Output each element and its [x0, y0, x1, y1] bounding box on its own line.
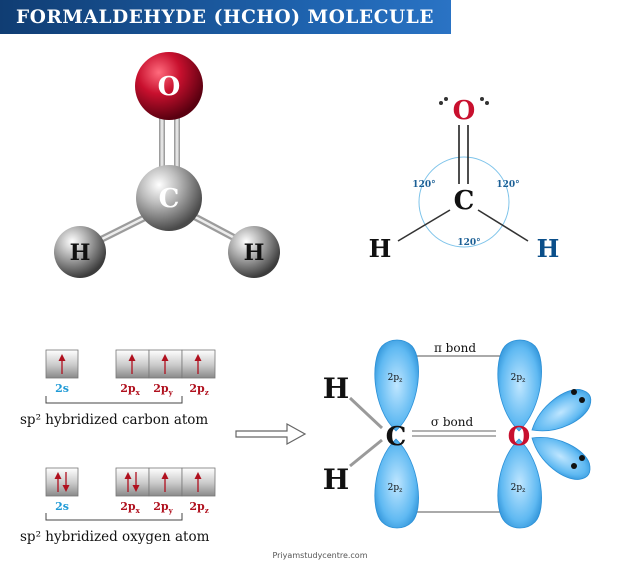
angle-label-bottom: 120°: [457, 238, 480, 248]
formula-c: C: [454, 186, 475, 216]
formula-o: O: [453, 96, 476, 126]
oxygen-box-2px: [115, 467, 150, 497]
oxygen-label-2s: 2s: [55, 500, 69, 513]
bonding-h-bottom: H: [323, 463, 349, 496]
carbon-configuration: 2s 2px 2py 2pz sp² hybridized carbon ato…: [20, 349, 216, 428]
double-bond-stick-right: [174, 118, 180, 176]
lobe-label-2pz: 2pz: [511, 373, 526, 384]
oxygen-box-2s: [45, 467, 79, 497]
page-title: FORMALDEHYDE (HCHO) MOLECULE: [16, 6, 435, 28]
carbon-p-lobe-bottom: [374, 438, 419, 529]
hydrogen-ball-left: [54, 226, 106, 278]
right-arrow-icon: [235, 422, 307, 446]
ball-stick-model: O C H H: [54, 52, 280, 278]
oxygen-lone-pair-lobe-top: [531, 389, 592, 432]
carbon-label-2s: 2s: [55, 382, 69, 395]
transition-arrow: [235, 422, 307, 446]
ball-label-h-right: H: [244, 240, 265, 266]
lobe-label-2pz: 2pz: [388, 483, 403, 494]
carbon-label-2pz: 2pz: [189, 382, 208, 397]
formula-h-right: H: [537, 234, 560, 263]
ball-label-h-left: H: [70, 240, 91, 266]
hydrogen-ball-right: [228, 226, 280, 278]
oxygen-configuration: 2s 2px 2py 2pz sp² hybridized oxygen ato…: [20, 467, 216, 545]
angle-circle: [418, 156, 510, 248]
angle-label-right: 120°: [496, 180, 519, 190]
lobe-label-2pz: 2pz: [388, 373, 403, 384]
bonding-o: O: [508, 422, 531, 452]
lone-pair-electrons: [571, 389, 585, 469]
bond-line-left: [397, 209, 451, 242]
structural-formula: O C H H 120° 120° 120°: [369, 96, 560, 263]
carbon-caption: sp² hybridized carbon atom: [20, 412, 208, 428]
ball-label-o: O: [158, 72, 181, 102]
oxygen-ball: [135, 52, 203, 120]
sigma-bond-label: σ bond: [431, 415, 474, 429]
oxygen-caption: sp² hybridized oxygen atom: [20, 529, 210, 545]
carbon-p-lobe-top: [374, 339, 419, 432]
title-banner: FORMALDEHYDE (HCHO) MOLECULE: [0, 0, 451, 34]
bond-line-right: [477, 209, 529, 242]
oxygen-hybrid-bracket: [45, 513, 183, 521]
carbon-label-2px: 2px: [120, 382, 140, 397]
oxygen-label-2py: 2py: [153, 500, 173, 515]
lone-pair-dots: [439, 97, 489, 105]
bonding-h-top: H: [323, 372, 349, 405]
c-h-bond-bottom: [349, 438, 383, 468]
oxygen-p-lobe-top: [497, 339, 542, 432]
carbon-ball: [136, 165, 202, 231]
oxygen-label-2px: 2px: [120, 500, 140, 515]
pi-bond-label: π bond: [434, 341, 476, 355]
carbon-label-2py: 2py: [153, 382, 173, 397]
c-h-bond-top: [348, 396, 384, 430]
angle-label-left: 120°: [412, 180, 435, 190]
oxygen-label-2pz: 2pz: [189, 500, 208, 515]
lobe-label-2pz: 2pz: [511, 483, 526, 494]
carbon-hybrid-bracket: [45, 396, 183, 404]
formula-h-left: H: [369, 234, 392, 263]
double-bond-stick-left: [159, 118, 165, 176]
footer-credit: Priyamstudycentre.com: [272, 551, 368, 560]
ball-label-c: C: [159, 184, 180, 214]
oxygen-p-lobe-bottom: [497, 438, 542, 529]
oxygen-lone-pair-lobe-bottom: [531, 437, 591, 480]
orbital-bonding-diagram: π bond σ bond C O H H 2pz 2pz 2pz 2pz: [323, 339, 592, 529]
bonding-c: C: [386, 422, 407, 452]
